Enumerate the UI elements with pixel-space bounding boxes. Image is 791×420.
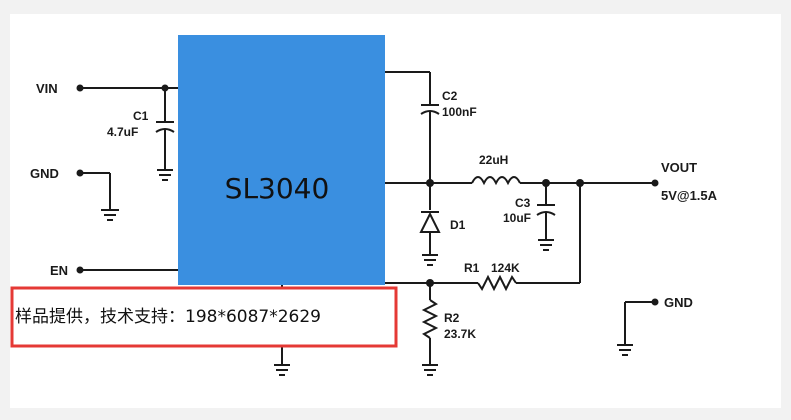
d1-name: D1 xyxy=(450,218,466,232)
junction-dots xyxy=(76,84,659,306)
inductor-value: 22uH xyxy=(479,153,508,167)
gnd-left-label: GND xyxy=(30,166,59,181)
note-box xyxy=(10,286,398,348)
chip-part-number: SL3040 xyxy=(225,172,330,205)
c2-value: 100nF xyxy=(442,105,477,119)
wires xyxy=(80,71,655,376)
en-label: EN xyxy=(50,263,68,278)
c1-value: 4.7uF xyxy=(107,125,138,139)
r1-value: 124K xyxy=(491,261,520,275)
chip-body xyxy=(178,35,385,285)
c3-name: C3 xyxy=(515,196,531,210)
vout-label: VOUT xyxy=(661,160,697,175)
c2-name: C2 xyxy=(442,89,458,103)
r2-value: 23.7K xyxy=(444,327,476,341)
vout-rating-label: 5V@1.5A xyxy=(661,188,718,203)
gnd-right-label: GND xyxy=(664,295,693,310)
vin-label: VIN xyxy=(36,81,58,96)
c3-value: 10uF xyxy=(503,211,531,225)
r2-name: R2 xyxy=(444,311,460,325)
c1-name: C1 xyxy=(133,109,149,123)
note-text: 样品提供，技术支持：198*6087*2629 xyxy=(15,307,321,327)
r1-name: R1 xyxy=(464,261,480,275)
